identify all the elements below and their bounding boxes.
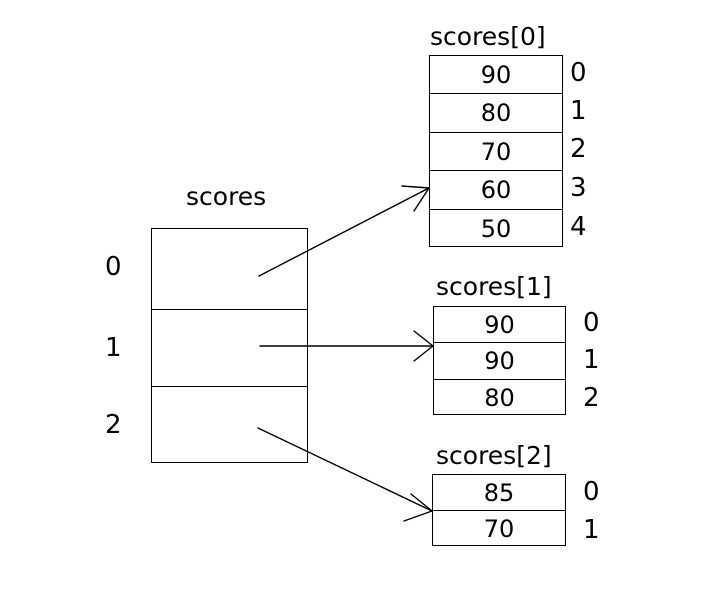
inner-array-2-cell-0: 85 <box>433 475 565 511</box>
inner-array-1-cell-0: 90 <box>434 307 565 343</box>
inner-array-0-index-3: 3 <box>570 173 587 203</box>
outer-index-2: 2 <box>105 410 122 440</box>
outer-array-row-1 <box>152 310 307 387</box>
outer-array-box <box>151 228 308 463</box>
inner-array-0-box: 90 80 70 60 50 <box>429 55 563 247</box>
inner-array-0-index-4: 4 <box>570 212 587 242</box>
outer-array-title: scores <box>186 182 267 211</box>
inner-array-1-index-0: 0 <box>583 308 600 338</box>
inner-array-2-box: 85 70 <box>432 474 566 546</box>
inner-array-2-index-0: 0 <box>583 477 600 507</box>
inner-array-0-title: scores[0] <box>430 22 546 51</box>
inner-array-0-index-0: 0 <box>570 58 587 88</box>
inner-array-2-index-1: 1 <box>583 515 600 545</box>
inner-array-1-title: scores[1] <box>436 272 552 301</box>
inner-array-1-index-2: 2 <box>583 383 600 413</box>
inner-array-0-cell-4: 50 <box>480 215 512 243</box>
inner-array-0-cell-0: 90 <box>430 56 562 94</box>
inner-array-2-title: scores[2] <box>436 441 552 470</box>
inner-array-0-index-2: 2 <box>570 134 587 164</box>
inner-array-0-index-1: 1 <box>570 96 587 126</box>
inner-array-1-cell-1: 90 <box>434 343 565 380</box>
inner-array-1-index-1: 1 <box>583 345 600 375</box>
inner-array-1-cell-2: 80 <box>484 384 515 412</box>
inner-array-0-cell-1: 80 <box>430 94 562 133</box>
inner-array-1-box: 90 90 80 <box>433 306 566 415</box>
inner-array-0-cell-2: 70 <box>430 133 562 171</box>
outer-index-1: 1 <box>105 333 122 363</box>
outer-array-row-0 <box>152 229 307 310</box>
outer-array-row-2 <box>152 387 307 462</box>
inner-array-0-cell-3: 60 <box>430 171 562 210</box>
outer-index-0: 0 <box>105 252 122 282</box>
inner-array-2-cell-1: 70 <box>483 514 515 543</box>
